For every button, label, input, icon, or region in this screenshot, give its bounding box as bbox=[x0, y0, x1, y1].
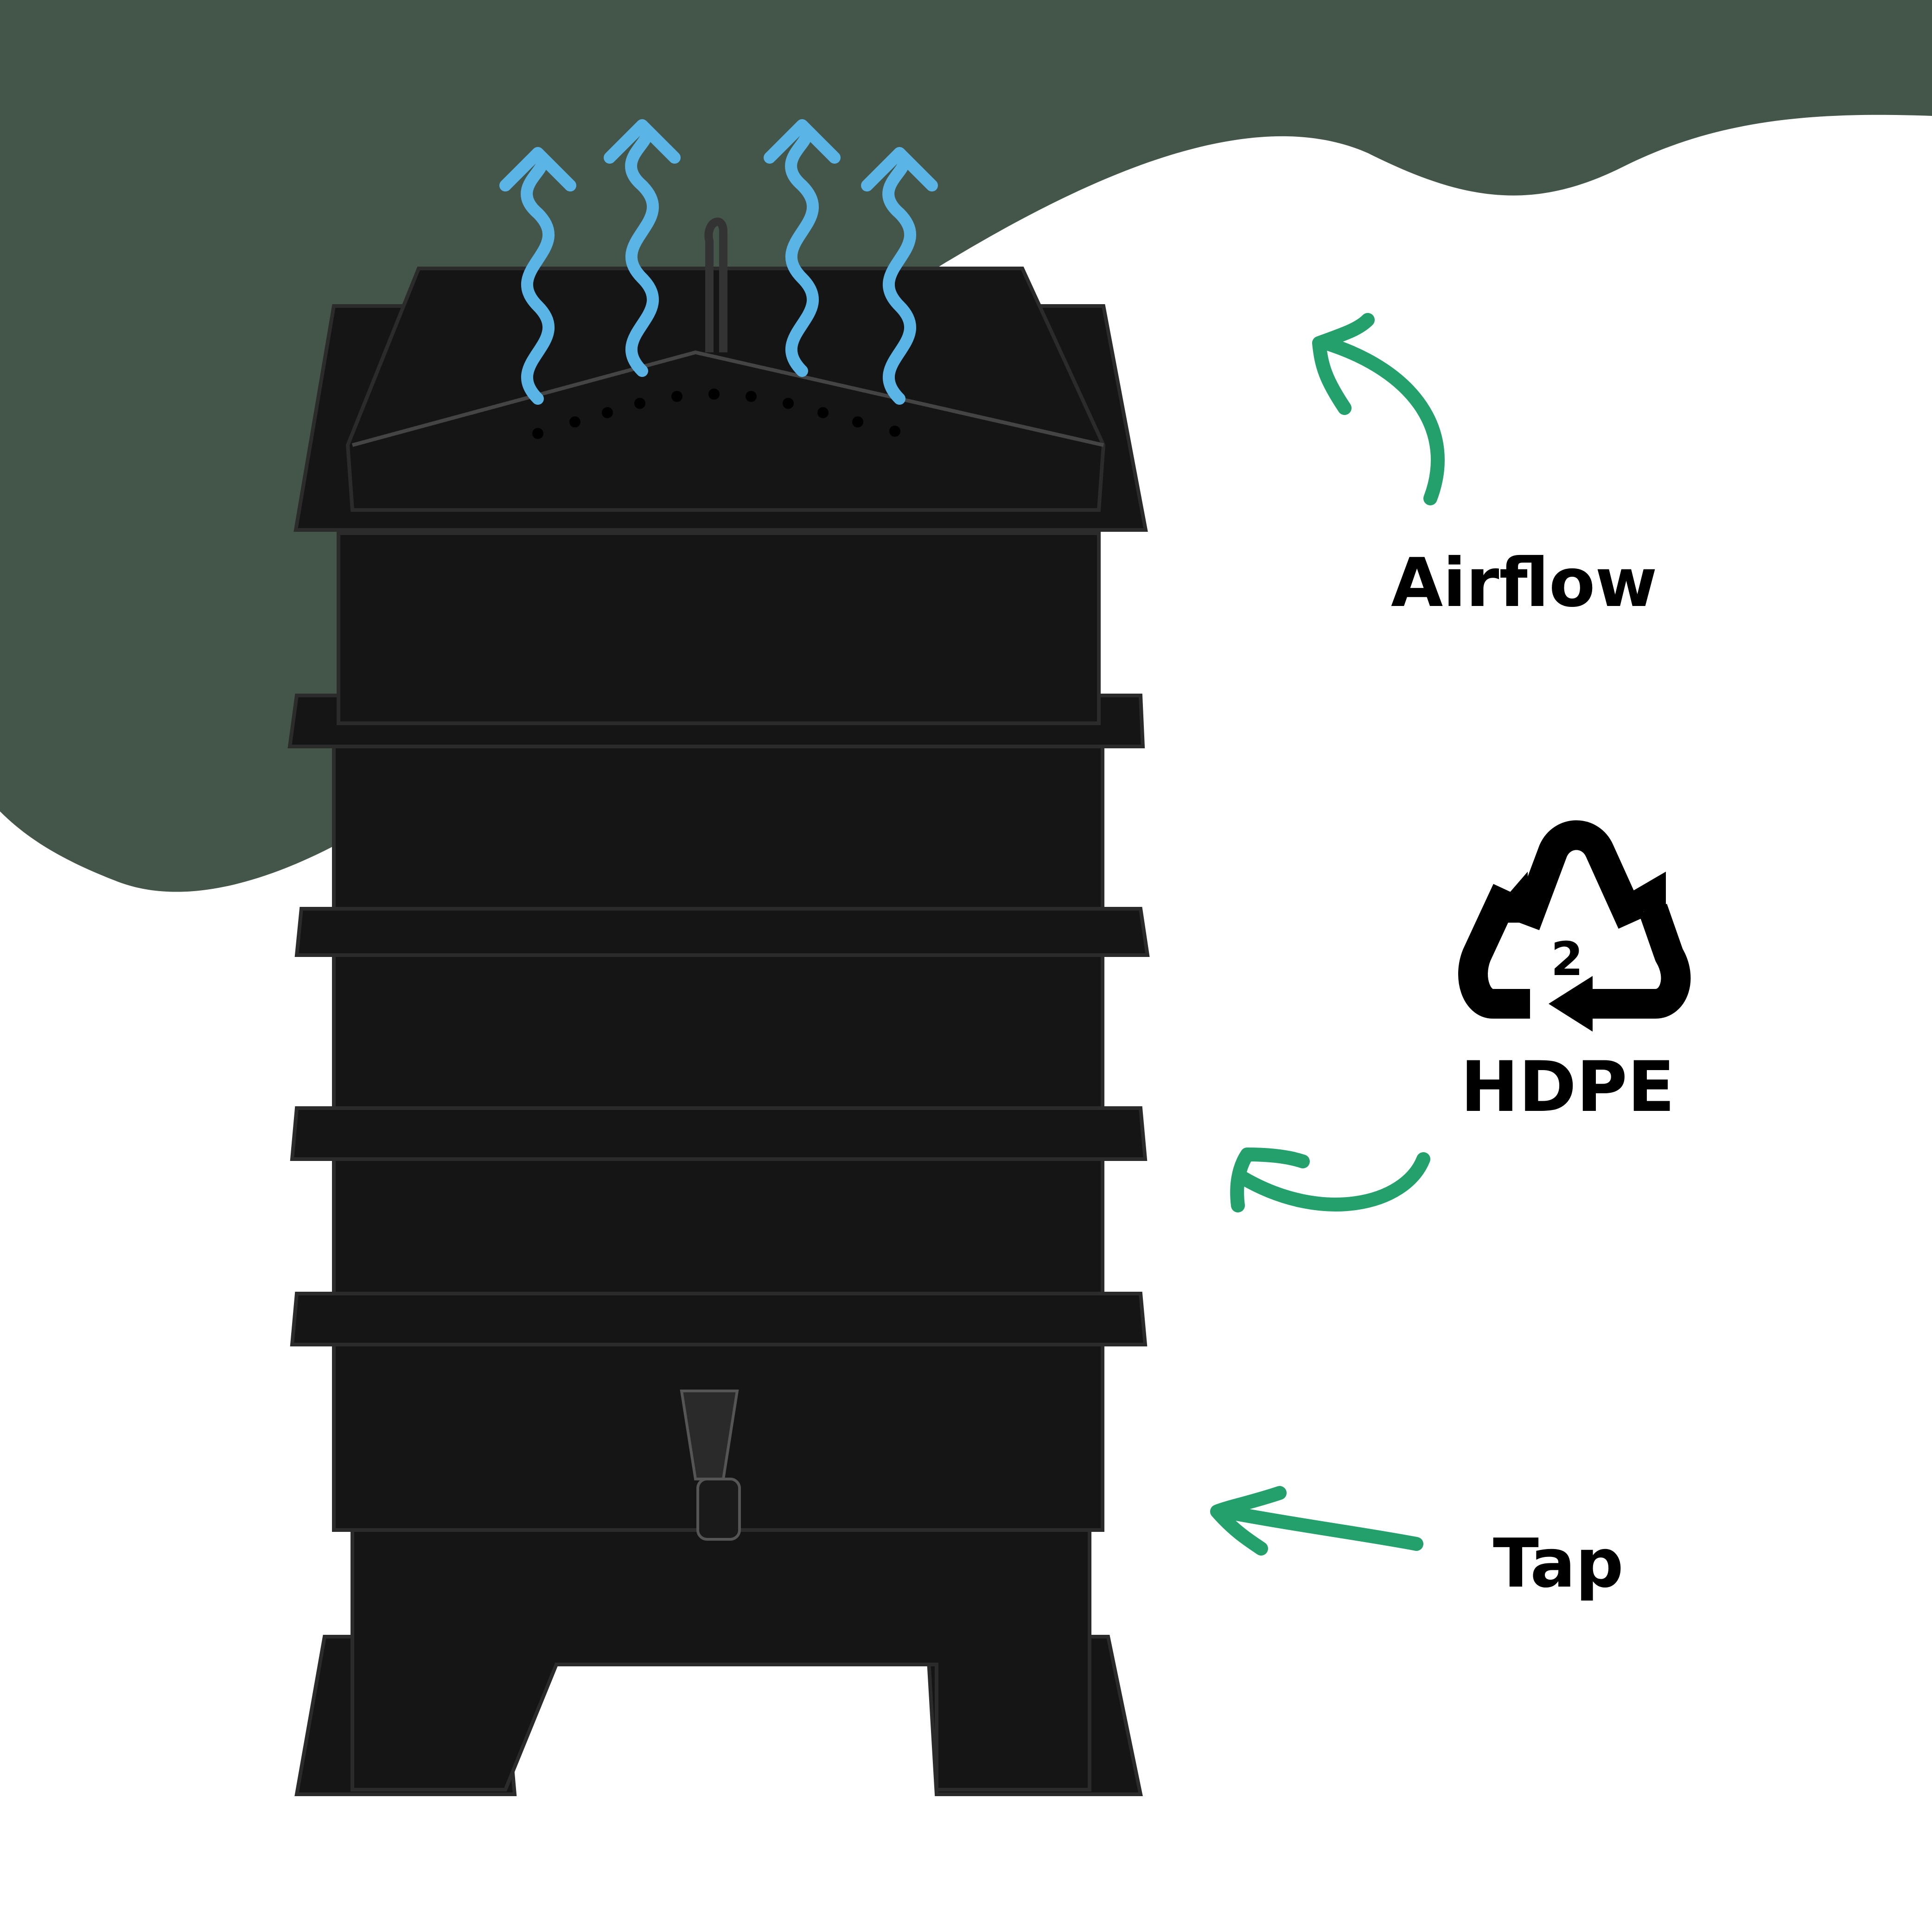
airflow-label: Airflow bbox=[1391, 544, 1658, 622]
wavy-up-arrow-icon bbox=[764, 119, 841, 377]
curved-arrow-icon bbox=[1230, 1148, 1430, 1212]
tap-nozzle bbox=[696, 1478, 741, 1541]
tray-1 bbox=[337, 531, 1101, 725]
lid-handle bbox=[704, 217, 727, 352]
wavy-up-arrow-icon bbox=[499, 147, 576, 405]
stand bbox=[351, 1528, 1091, 1792]
curved-arrow-icon bbox=[1312, 313, 1445, 505]
hdpe-label: HDPE bbox=[1460, 1047, 1675, 1128]
curved-arrow-icon bbox=[1210, 1486, 1423, 1556]
wavy-up-arrow-icon bbox=[604, 119, 681, 377]
vent-holes bbox=[532, 389, 900, 439]
tap-label: Tap bbox=[1493, 1524, 1624, 1603]
lid-ridge bbox=[351, 350, 1104, 447]
recycle-code-number: 2 bbox=[1551, 932, 1583, 986]
wavy-up-arrow-icon bbox=[861, 147, 938, 405]
